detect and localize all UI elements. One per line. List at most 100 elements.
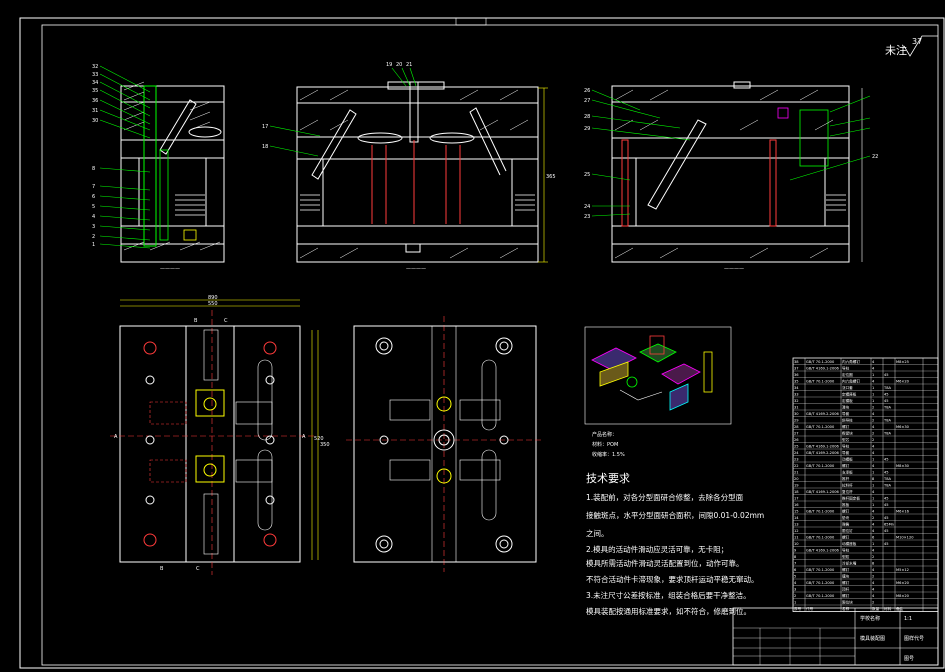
roughness-symbol [903,35,938,57]
parts-table-cell: 2 [794,594,796,598]
parts-table-cell: GB/T 70.1-2000 [806,425,835,429]
svg-text:接触斑点，水平分型面研合面积，间隙0.01-0.02mm: 接触斑点，水平分型面研合面积，间隙0.01-0.02mm [586,510,764,520]
parts-table-cell: 12 [794,529,799,533]
svg-text:2: 2 [92,234,95,240]
parts-table-cell: 冷却水嘴 [842,561,857,566]
svg-text:1: 1 [92,242,95,248]
svg-text:35: 35 [92,88,98,94]
parts-table-cell: 1 [872,373,874,377]
parts-table-cell: GB/T 70.1-2000 [806,380,835,384]
parts-table-cell: 45 [884,529,889,533]
parts-table-cell: 内六角螺钉 [842,359,860,364]
parts-table-cell: 27 [794,432,799,436]
parts-table-cell: 2 [872,516,874,520]
parts-table-cell: 65Mn [884,523,894,527]
parts-table-cell: GB/T 70.1-2000 [806,581,835,585]
parts-table-cell: 2 [872,438,874,442]
parts-table-cell: 1 [872,484,874,488]
parts-table-cell: 1 [872,458,874,462]
parts-table-cell: 1 [872,386,874,390]
parts-table-cell: 34 [794,386,799,390]
parts-table-cell: 1 [872,542,874,546]
svg-text:890: 890 [208,295,218,301]
inner-frame [41,24,939,666]
svg-text:3.未注尺寸公差按标准，组装合格后要干净整洁。: 3.未注尺寸公差按标准，组装合格后要干净整洁。 [586,590,751,600]
parts-table-cell: 45 [884,497,889,501]
parts-table-cell: 6 [794,568,797,572]
svg-text:8: 8 [92,166,95,172]
parts-table-cell: 11 [794,536,799,540]
svg-text:3: 3 [92,224,95,230]
svg-text:28: 28 [584,114,590,120]
parts-table-cell: 定模板 [842,398,853,403]
parts-table-cell: 22 [794,464,799,468]
svg-text:27: 27 [584,98,590,104]
svg-text:A: A [302,434,306,440]
parts-table-cell: GB/T 70.1-2000 [806,360,835,364]
parts-table-cell: M8×20 [896,594,910,598]
svg-text:4: 4 [92,214,95,220]
svg-text:不符合活动件卡滞现象，要求顶杆运动平稳无窜动。: 不符合活动件卡滞现象，要求顶杆运动平稳无窜动。 [586,574,759,584]
svg-text:31: 31 [92,108,98,114]
parts-table-cell: 35 [794,380,799,384]
parts-table-cell: 8 [872,562,875,566]
parts-table-cell: GB/T 70.1-2000 [806,568,835,572]
parts-table-cell: 斜导柱 [842,418,853,423]
left-plan-view: 890 550 520 350 B C B C A [110,295,330,575]
parts-table-cell: 37 [794,367,799,371]
svg-text:————: ———— [406,266,426,272]
parts-table-cell: 4 [872,490,875,494]
parts-table-cell: 8 [872,477,875,481]
parts-table-cell: T8A [883,386,891,390]
svg-text:1.装配前，对各分型面研合修整，去除各分型面: 1.装配前，对各分型面研合修整，去除各分型面 [586,492,744,502]
parts-table-cell: 2 [872,432,874,436]
svg-text:模具所需活动件滑动灵活配置到位，动作可靠。: 模具所需活动件滑动灵活配置到位，动作可靠。 [586,558,744,568]
parts-table-cell: GB/T 4169.1-2006 [806,367,840,371]
parts-table-cell: 4 [872,445,875,449]
parts-table-cell: GB/T 70.1-2000 [806,536,835,540]
parts-table-cell: 定位圈 [842,372,853,377]
parts-table-cell: 33 [794,393,799,397]
parts-table-cell: 动模座板 [842,541,857,546]
parts-table-cell: M10×120 [896,536,914,540]
parts-table-cell: 螺钉 [842,580,850,585]
parts-table-cell: 4 [872,464,875,468]
parts-table-cell: 5 [794,575,796,579]
svg-text:365: 365 [546,174,556,180]
parts-table-cell: M6×30 [896,425,910,429]
parts-table-cell: 14 [794,516,799,520]
parts-table-cell: 18 [794,490,799,494]
parts-table-cell: 4 [872,523,875,527]
parts-table-cell: 型芯 [842,437,850,442]
svg-text:21: 21 [406,62,412,68]
svg-text:19: 19 [386,62,392,68]
svg-text:520: 520 [314,436,324,442]
parts-table-header-cell: 材料 [884,606,892,611]
parts-table-cell: 1 [872,497,874,501]
parts-table-cell: 螺钉 [842,463,850,468]
left-section-view: ———— [120,81,225,272]
title-block: 学校名称 模具装配图 图样代号 图号 1:1 [732,607,939,666]
svg-text:2.模具的活动件滑动应灵活可靠，无卡阻；: 2.模具的活动件滑动应灵活可靠，无卡阻； [586,544,728,554]
parts-table-cell: 32 [794,399,799,403]
product-note: 产品名称： 材料：POM 收缩率：1.5% [592,431,625,458]
svg-text:350: 350 [320,442,330,448]
parts-table-cell: 推板 [842,502,850,507]
svg-text:收缩率：1.5%: 收缩率：1.5% [592,451,625,458]
parts-table-cell: M8×25 [896,360,909,364]
parts-table-cell: 45 [884,542,889,546]
parts-table-cell: 2 [872,555,874,559]
parts-table-cell: 导柱 [842,548,850,553]
svg-text:产品名称：: 产品名称： [592,431,617,438]
parts-table-cell: 螺钉 [842,593,850,598]
parts-table-cell: 推杆 [842,476,850,481]
parts-table-cell: 浇口套 [842,385,853,390]
parts-table-cell: 2 [872,419,874,423]
svg-text:23: 23 [584,214,590,220]
parts-table-cell: M6×20 [896,380,910,384]
parts-table-cell: 螺钉 [842,567,850,572]
parts-table-cell: 26 [794,438,799,442]
top-label-box [455,17,487,26]
parts-table-cell: 4 [872,581,875,585]
